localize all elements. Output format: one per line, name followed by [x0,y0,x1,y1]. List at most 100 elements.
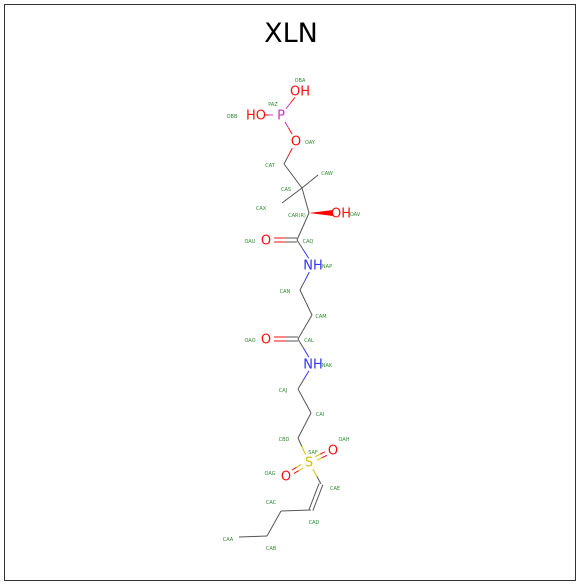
bond-cad-cac [280,510,297,512]
bond-car-caq [296,226,304,241]
atom-car-name: CAR(R) [288,213,306,219]
atom-oah-symbol: O [328,444,338,459]
bond-layer [238,96,333,538]
bond-cas-car [301,187,306,201]
atom-oba-name: OBA [295,78,306,84]
atom-caj-name: CAJ [279,388,287,394]
bond-saf-cae [316,476,322,485]
bond-cad-cac [295,509,312,511]
atom-oav-symbol: OH [331,207,351,222]
bond-car-caq [302,212,310,227]
atom-cal-name: CAL [304,338,314,344]
atom-oav-name: OAV [350,212,361,218]
atom-paz-symbol: P [277,109,285,124]
bond-cae-cad [312,497,319,511]
atom-oau-symbol: O [261,234,271,249]
bond-cac-cab [266,523,275,537]
bond-saf-oah [316,457,323,461]
bond-saf-oag [296,464,302,468]
atom-oah-name: OAH [338,437,349,443]
bond-cas-caw [301,181,311,189]
atom-cad-name: CAD [309,520,320,526]
bond-nap-can [299,280,306,291]
atom-oau-name: OAU [245,239,256,245]
bond-car-oav-wedge [309,210,333,216]
bond-saf-oag [298,467,304,472]
bond-saf-oah [315,453,321,458]
atom-paz-name: PAZ [268,102,278,108]
bond-cbd-saf [301,446,307,455]
atom-nap-name: NAP [322,264,332,270]
atom-nak-symbol: NH [303,358,323,373]
bond-oay-cat [283,155,289,165]
bond-cat-cas [292,175,303,189]
bond-nap-can [304,271,310,282]
atom-obb-symbol: HO [246,109,266,124]
bond-cat-cas [283,163,294,177]
atom-cat-name: CAT [265,163,276,169]
atom-obb-name: OBB [227,114,238,120]
atom-oay-name: OAY [305,140,316,146]
atom-nak-name: NAK [322,363,333,369]
atom-caq-name: CAQ [303,239,314,245]
atom-nap-symbol: NH [303,259,323,274]
bond-cal-nak [297,338,304,349]
bond-paz-oay [284,121,289,129]
bond-cam-cal [304,314,313,328]
bond-cbd-saf [297,437,303,447]
bond-cas-caw [309,174,319,182]
bond-saf-cae [312,468,318,477]
atom-saf-symbol: S [305,456,313,471]
bond-caj-cai [297,388,305,402]
bond-cae-cad [308,496,315,510]
atom-cac-name: CAC [266,500,277,506]
atom-cai-name: CAI [316,412,324,418]
bond-cai-cbd [297,425,305,439]
bond-cam-cal [297,326,306,340]
bond-nak-caj [297,379,304,390]
atom-caa-name: CAA [223,537,234,543]
bond-cas-car [305,200,310,214]
bond-oay-cat [287,147,293,157]
bond-nak-caj [303,370,310,381]
atom-oba-symbol: OH [290,85,310,100]
atom-cax-name: CAX [256,206,267,212]
bond-can-cam [305,302,313,316]
bond-cae-cad [313,483,320,497]
bond-oba-paz [285,102,291,110]
bond-cae-cad [317,484,324,498]
atom-can-name: CAN [280,289,291,295]
bond-paz-oay [288,127,293,135]
bond-cab-caa [238,536,254,538]
bond-caj-cai [304,400,312,414]
bond-saf-oag [293,470,299,474]
atom-oay-symbol: O [291,135,301,150]
bond-saf-oah [321,454,327,459]
atom-cab-name: CAB [266,546,277,552]
atom-cas-name: CAS [281,187,291,193]
diagram-title: XLN [264,18,318,49]
bond-saf-oah [319,451,326,455]
atom-cae-name: CAE [330,486,340,492]
atom-saf-name: SAF [308,450,318,456]
atom-cbd-name: CBD [279,437,290,443]
bond-cas-cax [291,187,303,196]
atom-oao-symbol: O [261,333,271,348]
bond-cab-caa [252,535,268,537]
bond-can-cam [299,289,307,303]
bond-cac-cab [273,510,282,524]
atom-oag-name: OAG [264,471,275,477]
bond-cal-nak [303,347,310,358]
atom-cam-name: CAM [315,314,326,320]
bond-cas-cax [281,195,293,204]
bond-caq-nap [302,248,310,259]
atom-oag-symbol: O [281,470,291,485]
diagram-frame [4,4,576,581]
bond-cai-cbd [304,412,312,426]
bond-oba-paz [290,96,296,104]
bond-saf-oag [291,466,297,471]
bond-caq-nap [296,239,304,250]
atom-caw-name: CAW [321,171,333,177]
